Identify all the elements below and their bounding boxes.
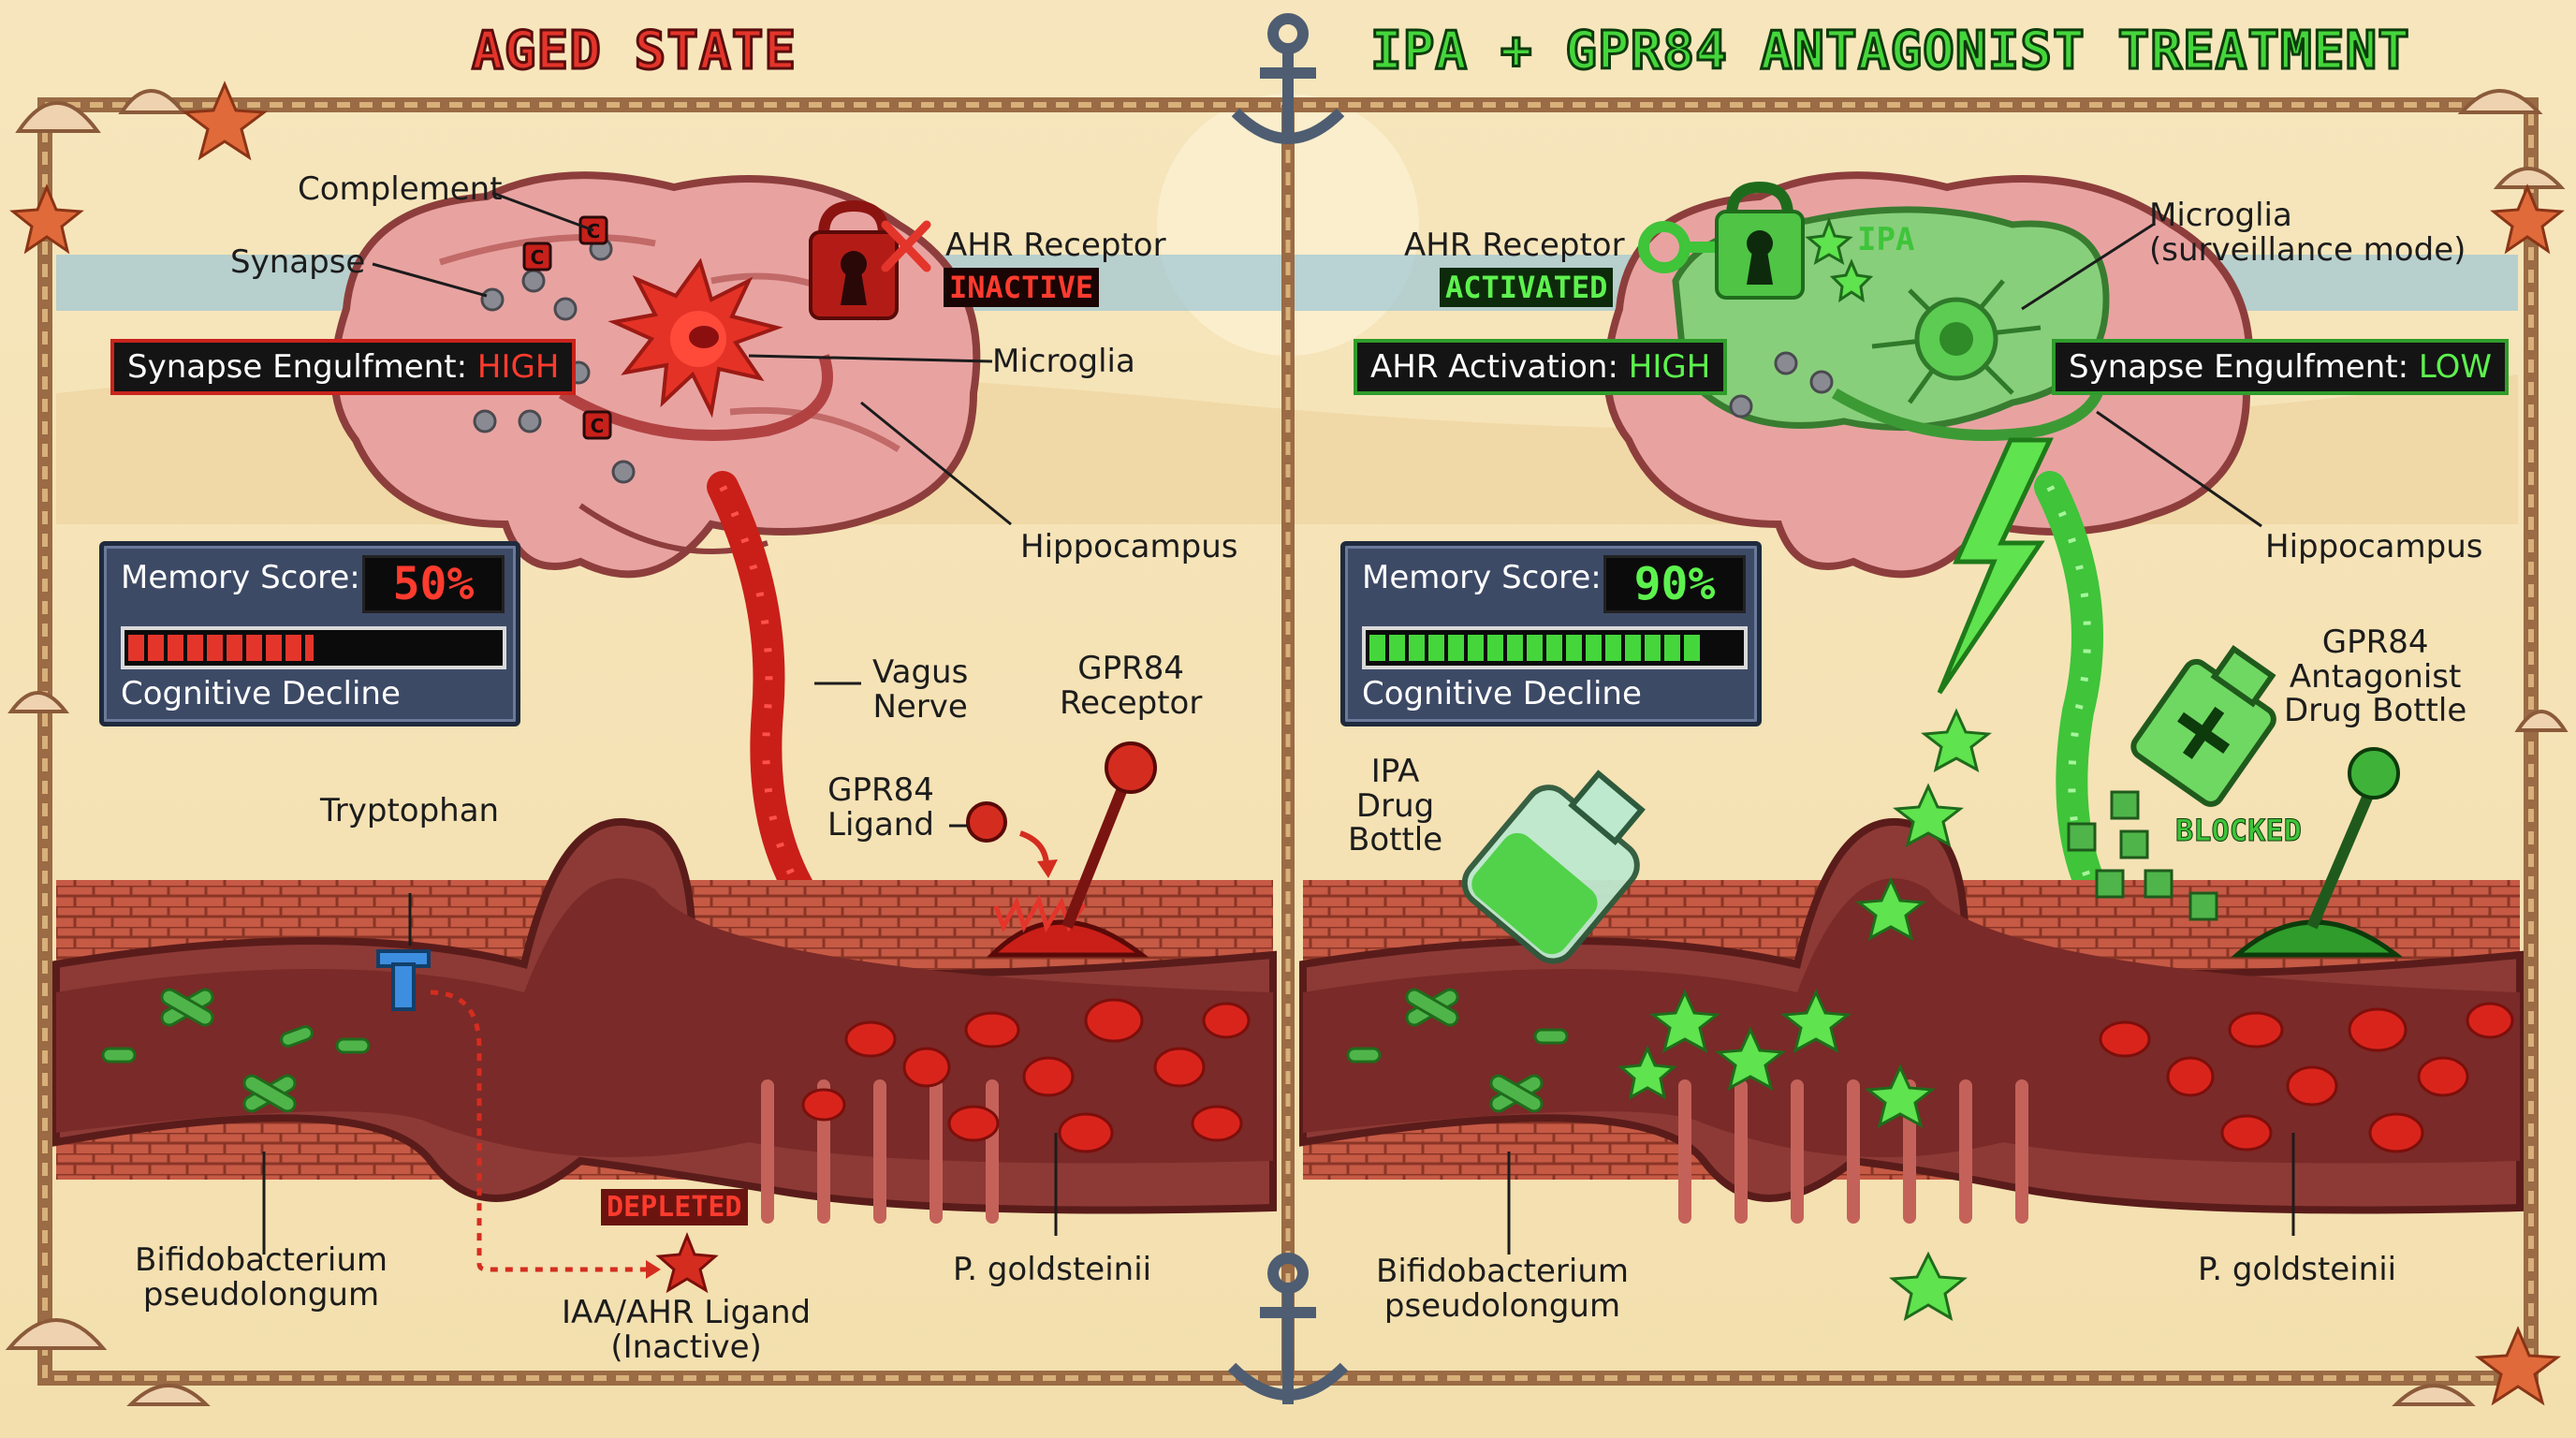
star-icon [1617,708,1992,1322]
seashell-icon [5,89,2569,1406]
keyhole-lock-icon [809,199,899,320]
label-iaa-ligand: IAA/AHR Ligand (Inactive) [562,1294,812,1366]
badge-value: HIGH [1628,348,1711,386]
label-hippocampus-treated: Hippocampus [2265,528,2483,565]
status-blocked: BLOCKED [2175,813,2303,849]
goldsteinii-icon [2099,1002,2514,1153]
memory-caption: Cognitive Decline [121,675,401,712]
memory-label: Memory Score: [121,559,360,596]
synapse-icon [1729,351,1834,418]
anchor-icon [1227,1253,1349,1404]
keyhole-lock-icon [1715,181,1805,300]
status-ahr-inactive: INACTIVE [944,268,1100,307]
label-tryptophan: Tryptophan [320,792,500,829]
tryptophan-icon [376,949,431,1011]
star-icon [655,1231,719,1294]
memory-score-value: 90% [1603,555,1746,613]
badge-label: Synapse Engulfment: [127,348,477,386]
star-icon [1805,216,1874,303]
hippocampus-aged [558,354,833,441]
status-depleted: DEPLETED [601,1189,748,1225]
label-gpr84-receptor: GPR84 Receptor [1060,650,1203,722]
label-goldsteinii-treated: P. goldsteinii [2198,1251,2397,1288]
memory-caption: Cognitive Decline [1362,675,1642,712]
starfish-icon [9,81,2565,1406]
badge-ahr-activation: AHR Activation: HIGH [1354,339,1728,395]
label-hippocampus-aged: Hippocampus [1020,528,1238,565]
goldsteinii-icon [801,998,1251,1153]
lightning-icon [1937,437,2054,695]
gut-treated [1299,817,2524,1224]
blocked-marker-icon [2067,790,2218,921]
drug-bottle-icon [2130,644,2276,807]
label-ipa: IPA [1857,221,1915,258]
close-icon [881,220,931,272]
drug-bottle-icon [1461,770,1646,964]
leader-lines [262,191,2295,1255]
svg-text:C: C [587,220,601,242]
label-vagus-nerve: Vagus Nerve [872,653,969,726]
label-complement: Complement [298,170,503,208]
title-aged: AGED STATE [470,20,798,83]
label-synapse: Synapse [230,243,366,281]
bifidobacterium-icon [1346,988,1569,1113]
svg-text:C: C [531,246,545,269]
badge-synapse-engulfment-treated: Synapse Engulfment: LOW [2052,339,2509,395]
label-bifidobacterium-aged: Bifidobacterium pseudolongum [135,1241,388,1313]
badge-value: HIGH [476,348,560,386]
badge-label: AHR Activation: [1370,348,1629,386]
label-microglia-aged: Microglia [992,343,1135,380]
lever-icon [2231,747,2404,958]
label-ahr-receptor-treated: AHR Receptor [1404,227,1625,264]
label-bifidobacterium-treated: Bifidobacterium pseudolongum [1376,1253,1630,1325]
memory-label: Memory Score: [1362,559,1602,596]
badge-label: Synapse Engulfment: [2069,348,2419,386]
bifidobacterium-icon [101,988,371,1113]
title-treatment: IPA + GPR84 ANTAGONIST TREATMENT [1369,20,2411,83]
lever-icon [986,741,1157,958]
label-microglia-surveillance: Microglia (surveillance mode) [2149,197,2466,269]
status-ahr-activated: ACTIVATED [1440,268,1614,307]
label-gpr84-antagonist-bottle: GPR84 Antagonist Drug Bottle [2284,624,2467,730]
anchor-icon [1231,13,1345,144]
ligand-icon [966,801,1007,843]
label-gpr84-ligand: GPR84 Ligand [827,771,934,844]
memory-progress-fill [128,635,314,661]
microglia-surveillance-icon [1871,279,2042,404]
label-goldsteinii-aged: P. goldsteinii [953,1251,1152,1288]
memory-score-value: 50% [362,555,505,613]
memory-progress-fill [1369,635,1703,661]
memory-panel-aged: Memory Score: 50% Cognitive Decline [99,541,520,726]
memory-progress-bar [121,626,506,669]
microglia-activated-icon [607,257,783,418]
label-ipa-drug-bottle: IPA Drug Bottle [1348,753,1443,859]
memory-panel-treated: Memory Score: 90% Cognitive Decline [1340,541,1762,726]
label-ahr-receptor: AHR Receptor [945,227,1166,264]
memory-progress-bar [1362,626,1748,669]
svg-text:C: C [591,415,605,437]
badge-synapse-engulfment-aged: Synapse Engulfment: HIGH [110,339,577,395]
complement-icon: C C C [522,215,612,440]
badge-value: LOW [2418,348,2492,386]
